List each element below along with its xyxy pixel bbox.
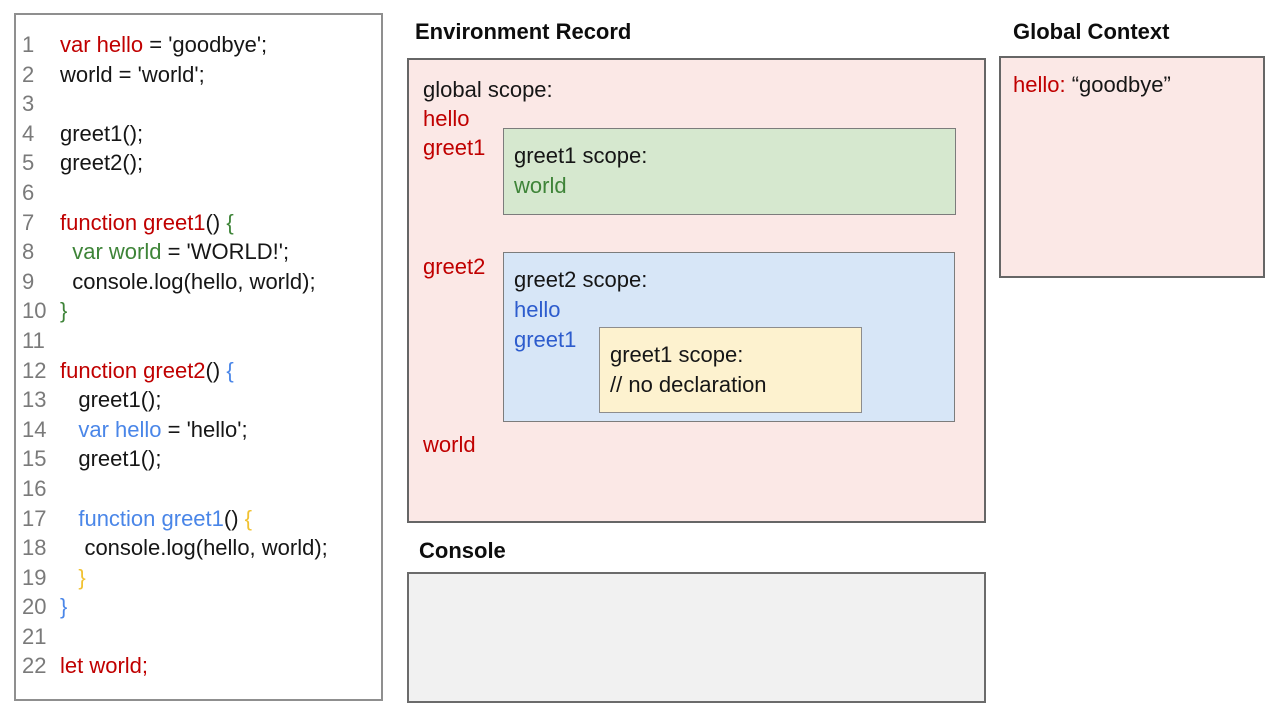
code-text: greet1();	[60, 120, 144, 146]
greet2-scope-title: greet2 scope:	[514, 267, 648, 292]
line-number: 8	[22, 239, 35, 265]
line-number: 20	[22, 594, 47, 620]
line-number: 12	[22, 357, 47, 383]
code-text: console.log(hello, world);	[60, 268, 316, 294]
code-line: 9 console.log(hello, world);	[22, 267, 381, 297]
code-line: 10}	[22, 296, 381, 326]
line-number: 10	[22, 298, 47, 324]
line-number: 14	[22, 416, 47, 442]
code-text: }	[78, 564, 86, 590]
code-line: 16	[22, 474, 381, 504]
code-line: 20}	[22, 592, 381, 622]
global-context-entry-value: “goodbye”	[1065, 72, 1171, 97]
environment-record-box: global scope: hello greet1 greet2 world …	[407, 58, 986, 523]
console-title: Console	[419, 538, 506, 563]
greet1-scope-box: greet1 scope: world	[503, 128, 956, 215]
greet2-scope-binding-hello: hello	[514, 297, 561, 322]
code-text: var hello = 'goodbye';	[60, 32, 268, 57]
line-number: 13	[22, 387, 47, 413]
greet1-scope-binding-world: world	[514, 173, 567, 198]
greet2-scope-box: greet2 scope: hello greet1 greet1 scope:…	[503, 252, 955, 422]
code-line: 19 }	[22, 563, 381, 593]
line-number: 22	[22, 653, 47, 679]
global-context-box: hello: “goodbye”	[999, 56, 1265, 278]
code-text: greet1();	[60, 387, 162, 413]
line-number: 15	[22, 446, 47, 472]
code-text: var world = 'WORLD!';	[72, 239, 290, 265]
line-number: 21	[22, 623, 47, 649]
global-context-entry: hello: “goodbye”	[1013, 72, 1171, 97]
code-panel: 1 var hello = 'goodbye'; 2 world = 'world';…	[14, 13, 383, 701]
code-line: 21	[22, 622, 381, 652]
code-line: 13 greet1();	[22, 385, 381, 415]
code-text: function greet2() {	[60, 357, 234, 383]
code-text: world = 'world';	[60, 61, 205, 87]
greet1-scope-title: greet1 scope:	[514, 143, 648, 168]
line-number: 1	[22, 32, 35, 57]
code-line: 22 let world;	[22, 651, 381, 681]
env-binding-world: world	[423, 432, 476, 457]
code-line: 14 var hello = 'hello';	[22, 415, 381, 445]
code-line: 12 function greet2() {	[22, 356, 381, 386]
code-text: function greet1() {	[60, 209, 234, 235]
line-number: 2	[22, 61, 35, 87]
code-lines: 1 var hello = 'goodbye'; 2 world = 'world';…	[22, 30, 381, 681]
code-line: 1 var hello = 'goodbye';	[22, 30, 381, 60]
code-line: 18 console.log(hello, world);	[22, 533, 381, 563]
console-box	[407, 572, 986, 703]
greet2-scope-binding-greet1: greet1	[514, 327, 577, 352]
line-number: 19	[22, 564, 47, 590]
code-text: let world;	[60, 653, 149, 679]
code-line: 5 greet2();	[22, 148, 381, 178]
line-number: 4	[22, 120, 35, 146]
inner-greet1-scope-box: greet1 scope: // no declaration	[599, 327, 862, 413]
code-line: 3	[22, 89, 381, 119]
line-number: 18	[22, 535, 47, 561]
global-context-entry-key: hello:	[1013, 72, 1066, 97]
line-number: 9	[22, 268, 35, 294]
code-line: 17 function greet1() {	[22, 504, 381, 534]
code-line: 6	[22, 178, 381, 208]
code-line: 7 function greet1() {	[22, 208, 381, 238]
env-binding-greet2: greet2	[423, 254, 486, 279]
code-text: console.log(hello, world);	[60, 535, 328, 561]
line-number: 16	[22, 475, 47, 501]
code-line: 2 world = 'world';	[22, 60, 381, 90]
line-number: 7	[22, 209, 35, 235]
code-text: function greet1() {	[78, 505, 253, 531]
code-text: var hello = 'hello';	[78, 416, 248, 442]
code-line: 15 greet1();	[22, 444, 381, 474]
line-number: 3	[22, 91, 35, 117]
env-binding-greet1: greet1	[423, 135, 486, 160]
line-number: 11	[22, 327, 45, 353]
env-binding-hello: hello	[423, 106, 470, 131]
code-line: 11	[22, 326, 381, 356]
global-scope-label: global scope:	[423, 77, 553, 102]
code-text: greet1();	[60, 446, 162, 472]
global-context-title: Global Context	[1013, 19, 1170, 44]
no-declaration-comment: // no declaration	[610, 372, 767, 397]
environment-record-title: Environment Record	[415, 19, 632, 44]
line-number: 6	[22, 179, 35, 205]
code-text: greet2();	[60, 150, 144, 176]
code-line: 8 var world = 'WORLD!';	[22, 237, 381, 267]
line-number: 17	[22, 505, 47, 531]
line-number: 5	[22, 150, 35, 176]
code-line: 4 greet1();	[22, 119, 381, 149]
code-text: }	[60, 298, 68, 324]
inner-greet1-scope-title: greet1 scope:	[610, 342, 744, 367]
code-text: }	[60, 594, 68, 620]
